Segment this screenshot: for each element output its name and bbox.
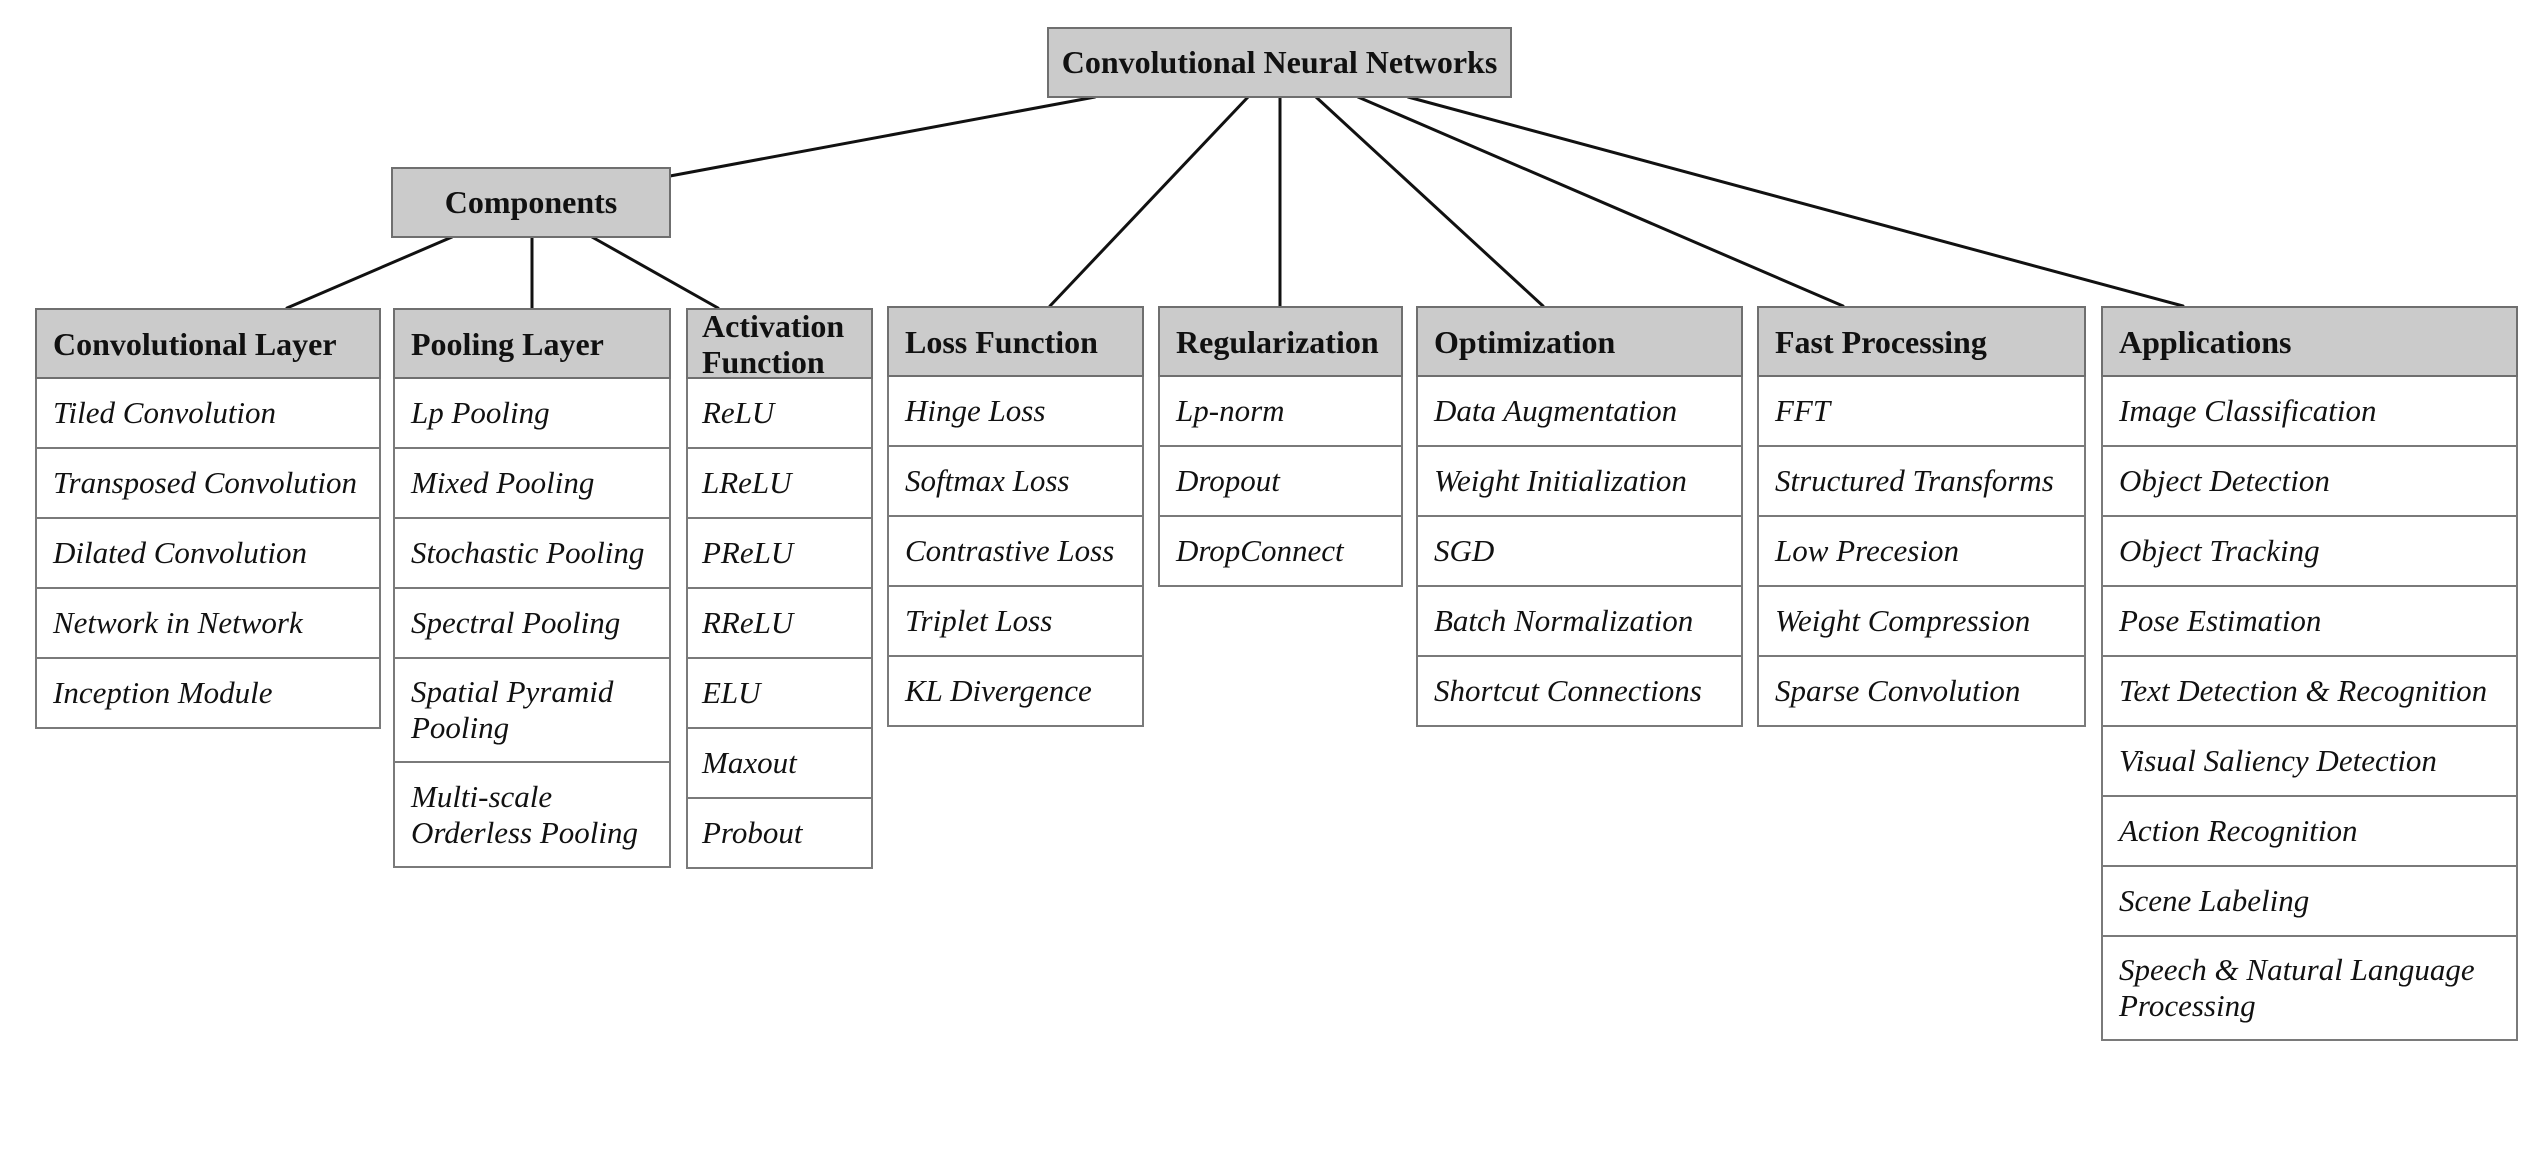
column-regularization: Regularization Lp-norm Dropout DropConne… <box>1158 306 1403 587</box>
list-item: Inception Module <box>35 659 381 729</box>
list-item: Weight Compression <box>1757 587 2086 657</box>
column-pooling-layer: Pooling Layer Lp Pooling Mixed Pooling S… <box>393 308 671 868</box>
list-item: Object Detection <box>2101 447 2518 517</box>
list-item: Spectral Pooling <box>393 589 671 659</box>
connector-root-optimization <box>1314 95 1545 308</box>
list-item: LReLU <box>686 449 873 519</box>
components-label: Components <box>444 184 618 220</box>
list-item: Multi-scale Orderless Pooling <box>393 763 671 868</box>
root-node: Convolutional Neural Networks <box>1047 27 1512 98</box>
list-item: FFT <box>1757 377 2086 447</box>
column-header: Activation Function <box>686 308 873 380</box>
list-item: DropConnect <box>1158 517 1403 587</box>
column-header: Optimization <box>1416 306 1743 377</box>
list-item: Visual Saliency Detection <box>2101 727 2518 797</box>
column-optimization: Optimization Data Augmentation Weight In… <box>1416 306 1743 727</box>
list-item: Scene Labeling <box>2101 867 2518 937</box>
list-item: Dropout <box>1158 447 1403 517</box>
list-item: Triplet Loss <box>887 587 1144 657</box>
list-item: Maxout <box>686 729 873 799</box>
column-header: Applications <box>2101 306 2518 377</box>
list-item: ReLU <box>686 379 873 449</box>
list-item: KL Divergence <box>887 657 1144 727</box>
list-item: Sparse Convolution <box>1757 657 2086 727</box>
column-convolutional-layer: Convolutional Layer Tiled Convolution Tr… <box>35 308 381 729</box>
list-item: Batch Normalization <box>1416 587 1743 657</box>
list-item: Dilated Convolution <box>35 519 381 589</box>
list-item: Action Recognition <box>2101 797 2518 867</box>
list-item: Tiled Convolution <box>35 379 381 449</box>
connector-root-applications <box>1406 95 2185 308</box>
root-label: Convolutional Neural Networks <box>1061 44 1498 80</box>
list-item: Softmax Loss <box>887 447 1144 517</box>
column-fast-processing: Fast Processing FFT Structured Transform… <box>1757 306 2086 727</box>
list-item: Stochastic Pooling <box>393 519 671 589</box>
list-item: Hinge Loss <box>887 377 1144 447</box>
list-item: Text Detection & Recognition <box>2101 657 2518 727</box>
column-header: Pooling Layer <box>393 308 671 379</box>
column-header: Regularization <box>1158 306 1403 377</box>
list-item: RReLU <box>686 589 873 659</box>
column-header: Loss Function <box>887 306 1144 377</box>
list-item: Object Tracking <box>2101 517 2518 587</box>
list-item: SGD <box>1416 517 1743 587</box>
list-item: Image Classification <box>2101 377 2518 447</box>
column-activation-function: Activation Function ReLU LReLU PReLU RRe… <box>686 308 873 869</box>
list-item: ELU <box>686 659 873 729</box>
column-applications: Applications Image Classification Object… <box>2101 306 2518 1041</box>
list-item: Network in Network <box>35 589 381 659</box>
list-item: Probout <box>686 799 873 869</box>
components-node: Components <box>391 167 671 238</box>
list-item: PReLU <box>686 519 873 589</box>
list-item: Mixed Pooling <box>393 449 671 519</box>
column-header: Fast Processing <box>1757 306 2086 377</box>
connector-components-conv <box>285 235 454 310</box>
list-item: Weight Initialization <box>1416 447 1743 517</box>
list-item: Contrastive Loss <box>887 517 1144 587</box>
list-item: Low Precesion <box>1757 517 2086 587</box>
list-item: Lp-norm <box>1158 377 1403 447</box>
list-item: Lp Pooling <box>393 379 671 449</box>
column-header: Convolutional Layer <box>35 308 381 379</box>
connector-root-components <box>668 95 1097 178</box>
list-item: Pose Estimation <box>2101 587 2518 657</box>
list-item: Data Augmentation <box>1416 377 1743 447</box>
connector-components-activation <box>590 235 720 310</box>
list-item: Spatial Pyramid Pooling <box>393 659 671 763</box>
list-item: Shortcut Connections <box>1416 657 1743 727</box>
column-loss-function: Loss Function Hinge Loss Softmax Loss Co… <box>887 306 1144 727</box>
list-item: Structured Transforms <box>1757 447 2086 517</box>
connector-root-fast-processing <box>1356 95 1845 308</box>
connector-root-loss <box>1048 95 1250 308</box>
list-item: Speech & Natural Language Processing <box>2101 937 2518 1041</box>
list-item: Transposed Convolution <box>35 449 381 519</box>
